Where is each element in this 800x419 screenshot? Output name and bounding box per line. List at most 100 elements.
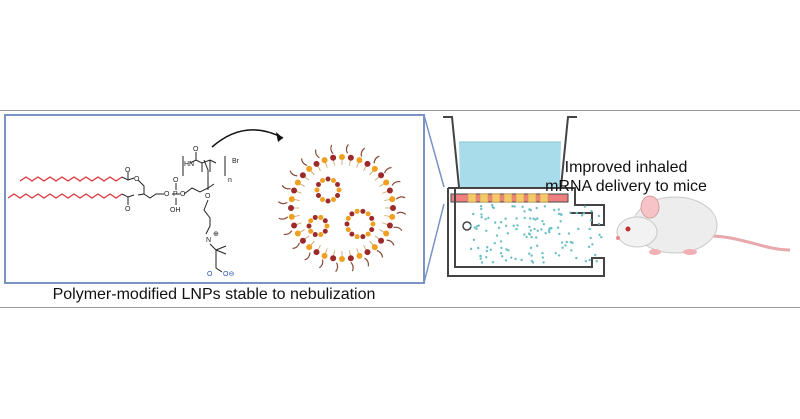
polymer-strand bbox=[391, 180, 401, 186]
aerosol-droplet bbox=[525, 235, 528, 239]
aerosol-droplet bbox=[598, 233, 601, 237]
aerosol-droplet bbox=[491, 260, 495, 264]
aerosol-droplet bbox=[558, 232, 561, 236]
inner-lipid-head bbox=[336, 187, 342, 193]
atom-oh: OH bbox=[170, 207, 181, 214]
lipid-head bbox=[294, 230, 301, 237]
lipid-head bbox=[364, 160, 371, 167]
aerosol-droplet bbox=[590, 209, 593, 213]
aerosol-droplet bbox=[557, 208, 560, 211]
polymer-strand bbox=[278, 216, 289, 220]
lipid-head bbox=[378, 172, 385, 179]
aerosol-droplet bbox=[535, 206, 538, 210]
aerosol-droplet bbox=[530, 235, 533, 239]
atom-plus-charge: ⊕ bbox=[213, 231, 219, 238]
aerosol-droplet bbox=[535, 236, 538, 239]
aerosol-droplet bbox=[521, 205, 524, 209]
aerosol-droplet bbox=[559, 220, 562, 223]
aerosol-droplet bbox=[528, 208, 531, 211]
polymer-strand bbox=[304, 252, 311, 261]
aerosol-droplet bbox=[501, 255, 504, 258]
aerosol-droplet bbox=[513, 205, 516, 208]
inner-lipid-head bbox=[345, 227, 351, 233]
aerosol-droplet bbox=[528, 225, 531, 229]
inner-lipid-head bbox=[318, 232, 324, 238]
inner-lipid-head bbox=[335, 193, 341, 198]
aerosol-droplet bbox=[504, 217, 507, 220]
aerosol-droplet bbox=[535, 244, 539, 247]
lipid-head bbox=[339, 256, 345, 262]
aerosol-droplet bbox=[485, 246, 489, 249]
atom-o6: O bbox=[180, 191, 186, 198]
aerosol-droplet bbox=[476, 246, 480, 250]
lipid-head bbox=[389, 196, 396, 203]
lipid-tail-icon bbox=[7, 176, 123, 199]
aerosol-droplet bbox=[570, 249, 573, 252]
aerosol-droplet bbox=[560, 241, 564, 244]
aerosol-droplet bbox=[491, 203, 494, 207]
aerosol-droplet bbox=[587, 245, 591, 249]
lipid-head bbox=[386, 222, 393, 229]
aerosol-droplet bbox=[485, 255, 488, 259]
aerosol-droplet bbox=[523, 210, 526, 213]
aerosol-droplet bbox=[557, 212, 561, 216]
atom-n-subscript: n bbox=[228, 177, 232, 184]
aerosol-droplet bbox=[541, 256, 545, 259]
nebulizer-icon bbox=[443, 116, 605, 277]
aerosol-droplet bbox=[600, 235, 603, 239]
aerosol-droplet bbox=[507, 249, 510, 252]
aerosol-droplet bbox=[534, 218, 537, 221]
polymer-strand bbox=[360, 147, 366, 157]
atom-hn: HN bbox=[184, 161, 194, 168]
inner-lipid-head bbox=[308, 218, 314, 224]
lipid-head bbox=[390, 205, 396, 211]
aerosol-droplet bbox=[593, 253, 597, 257]
atom-o5: O bbox=[173, 177, 179, 184]
aerosol-droplet bbox=[504, 259, 508, 262]
aerosol-droplet bbox=[511, 205, 514, 208]
left-panel-frame bbox=[4, 114, 425, 284]
polymer-strand bbox=[289, 170, 298, 177]
aerosol-droplet bbox=[544, 232, 547, 235]
inner-lipid-head bbox=[369, 227, 375, 233]
aerosol-droplet bbox=[567, 232, 571, 235]
lipid-head bbox=[330, 154, 337, 161]
lipid-head bbox=[347, 255, 354, 262]
aerosol-droplet bbox=[528, 252, 531, 255]
polymer-strand bbox=[396, 211, 407, 215]
polymer-strand bbox=[283, 230, 293, 236]
aerosol-droplet bbox=[557, 254, 561, 257]
lipid-head bbox=[364, 249, 371, 256]
delivery-label-line1: Improved inhaled bbox=[564, 159, 688, 176]
aerosol-droplet bbox=[533, 227, 536, 231]
aerosol-droplet bbox=[495, 234, 499, 237]
lipid-head bbox=[288, 196, 295, 203]
aerosol-droplet bbox=[499, 240, 503, 243]
polymer-strand bbox=[335, 262, 339, 273]
aerosol-droplet bbox=[515, 217, 518, 220]
inner-lipid-head bbox=[349, 231, 355, 237]
aerosol-droplet bbox=[472, 212, 475, 216]
aerosol-droplet bbox=[532, 217, 535, 220]
inner-lipid-head bbox=[312, 232, 318, 238]
lipid-head bbox=[339, 154, 345, 160]
aerosol-droplet bbox=[556, 226, 560, 229]
aerosol-droplet bbox=[520, 258, 523, 262]
polymer-strand bbox=[277, 201, 288, 205]
aerosol-droplet bbox=[479, 207, 483, 211]
aerosol-droplet bbox=[589, 236, 592, 240]
polymer-strand bbox=[281, 184, 291, 190]
aerosol-droplet bbox=[485, 229, 488, 232]
polymer-strand bbox=[376, 250, 384, 258]
polymer-strand bbox=[330, 144, 334, 155]
aerosol-droplet bbox=[528, 217, 532, 220]
aerosol-droplet bbox=[499, 220, 503, 224]
aerosol-droplet bbox=[536, 217, 539, 220]
aerosol-droplet bbox=[595, 260, 598, 263]
lipid-head bbox=[288, 213, 295, 220]
inner-lipid-head bbox=[331, 177, 336, 183]
aerosol-droplet bbox=[487, 216, 490, 220]
lipid-headgroup-structure bbox=[121, 152, 227, 273]
polymer-strand bbox=[395, 196, 406, 200]
